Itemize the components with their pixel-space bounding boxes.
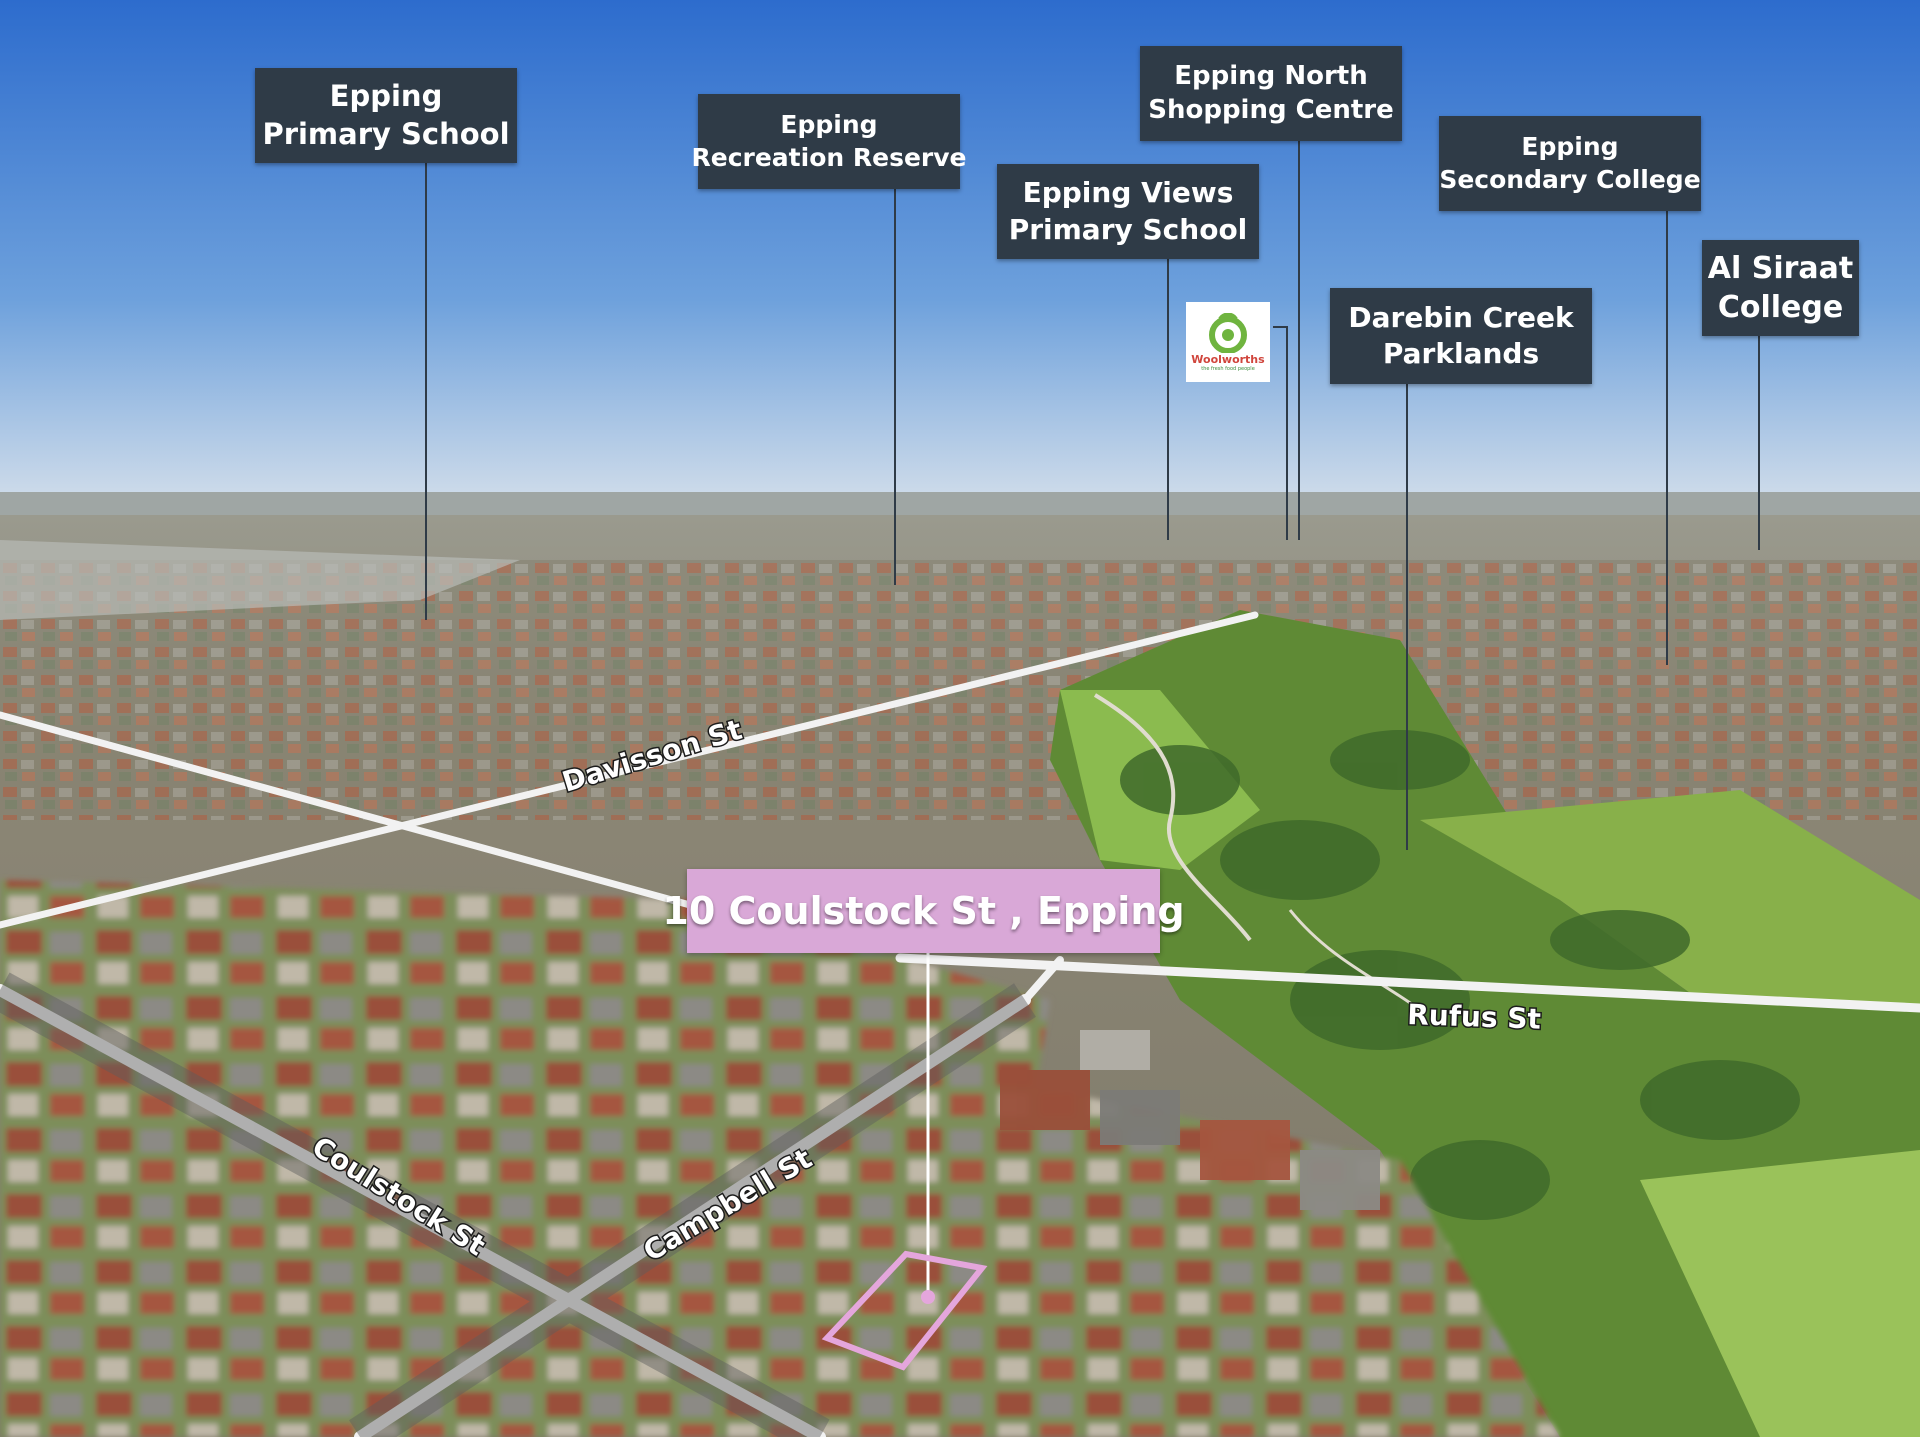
poi-line: Primary School (262, 116, 510, 151)
poi-line: Darebin Creek (1348, 300, 1574, 334)
street-label-rufus: Rufus St (1407, 998, 1542, 1036)
poi-line: Recreation Reserve (691, 142, 967, 172)
poi-line: Epping Views (1022, 176, 1234, 210)
poi-line: Epping (329, 78, 443, 113)
poi-label-epping-primary-school: Epping Primary School (255, 68, 517, 163)
poi-label-al-siraat-college: Al Siraat College (1702, 240, 1859, 336)
poi-line: Epping (1521, 132, 1619, 161)
poi-line: Primary School (1008, 212, 1248, 246)
poi-line: Epping North (1174, 60, 1368, 91)
poi-line: Parklands (1382, 337, 1540, 370)
poi-label-epping-recreation-reserve: Epping Recreation Reserve (692, 94, 967, 189)
poi-line: Al Siraat (1707, 251, 1854, 286)
poi-label-darebin-creek-parklands: Darebin Creek Parklands (1330, 288, 1592, 384)
poi-label-epping-secondary-college: Epping Secondary College (1439, 116, 1701, 211)
poi-label-epping-north-shopping-centre: Epping North Shopping Centre (1140, 46, 1402, 141)
poi-label-epping-views-primary-school: Epping Views Primary School (997, 164, 1259, 259)
poi-line: College (1717, 290, 1844, 325)
woolworths-tagline: the fresh food people (1201, 365, 1255, 372)
poi-line: Shopping Centre (1148, 94, 1394, 125)
woolworths-w-icon (1209, 312, 1247, 353)
poi-line: Epping (780, 110, 878, 139)
poi-line: Secondary College (1439, 164, 1701, 194)
woolworths-brand: Woolworths (1191, 352, 1265, 366)
property-label: 10 Coulstock St , Epping (662, 869, 1185, 953)
woolworths-logo: Woolworths the fresh food people (1186, 302, 1270, 382)
